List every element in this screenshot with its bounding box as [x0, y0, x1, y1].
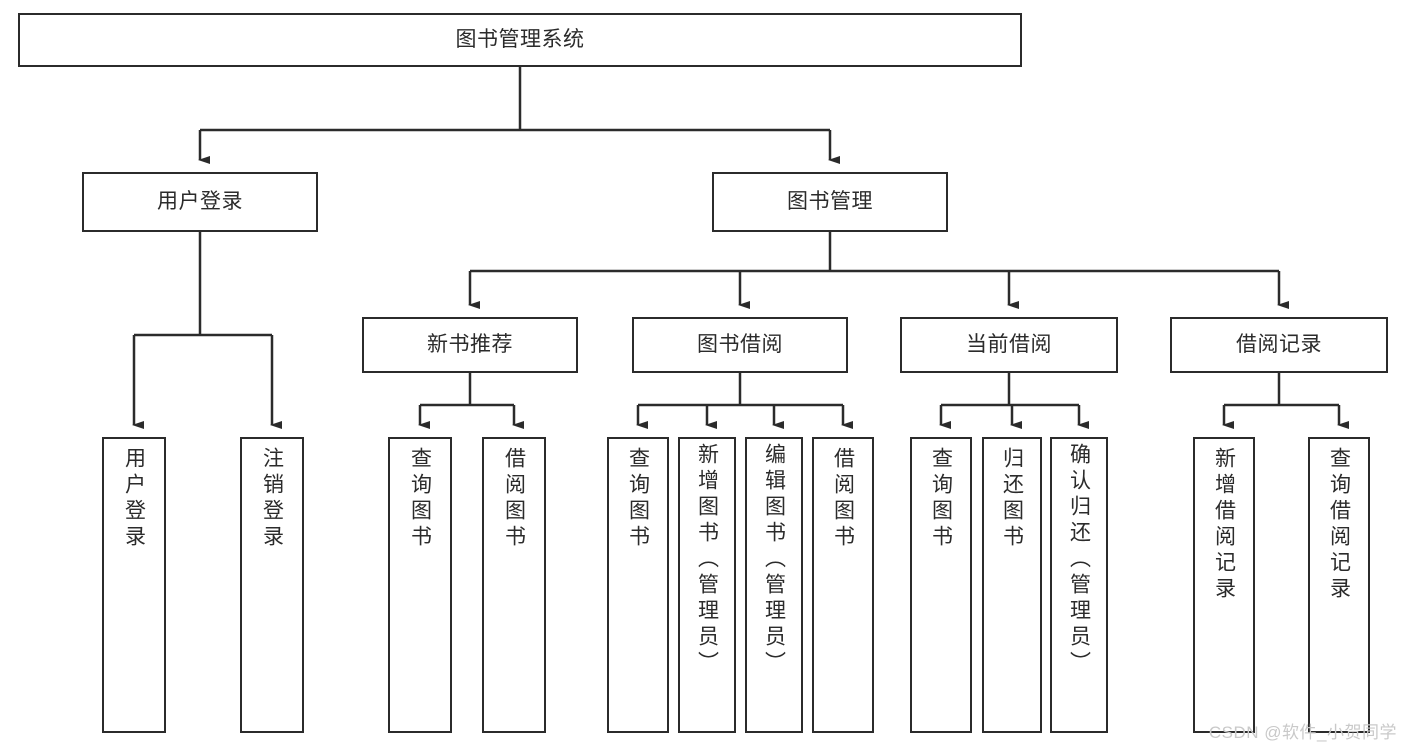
node-leaf-query-book-1-label: 查询图书 [408, 447, 432, 551]
node-leaf-edit-book[interactable]: 编辑图书（管理员） [745, 437, 803, 733]
node-leaf-logout[interactable]: 注销登录 [240, 437, 304, 733]
node-leaf-query-book-2[interactable]: 查询图书 [607, 437, 669, 733]
node-leaf-edit-book-label: 编辑图书（管理员） [762, 443, 786, 677]
node-current-borrow[interactable]: 当前借阅 [900, 317, 1118, 373]
watermark: CSDN @软件_小贺同学 [1208, 723, 1397, 742]
node-leaf-query-record-label: 查询借阅记录 [1327, 447, 1351, 603]
node-leaf-borrow-book-1[interactable]: 借阅图书 [482, 437, 546, 733]
node-leaf-user-login-label: 用户登录 [122, 447, 146, 551]
node-leaf-borrow-book-2[interactable]: 借阅图书 [812, 437, 874, 733]
node-leaf-return-book[interactable]: 归还图书 [982, 437, 1042, 733]
node-root-label: 图书管理系统 [455, 28, 585, 52]
node-leaf-add-book[interactable]: 新增图书（管理员） [678, 437, 736, 733]
node-borrow-record-label: 借阅记录 [1236, 333, 1322, 357]
node-leaf-add-record[interactable]: 新增借阅记录 [1193, 437, 1255, 733]
node-borrow-record[interactable]: 借阅记录 [1170, 317, 1388, 373]
node-leaf-logout-label: 注销登录 [260, 447, 284, 551]
node-book-borrow-label: 图书借阅 [697, 333, 783, 357]
node-user-login[interactable]: 用户登录 [82, 172, 318, 232]
node-book-manage-label: 图书管理 [787, 190, 873, 214]
node-current-borrow-label: 当前借阅 [966, 333, 1052, 357]
node-new-book-rec-label: 新书推荐 [427, 333, 513, 357]
node-leaf-query-book-3-label: 查询图书 [929, 447, 953, 551]
node-leaf-add-book-label: 新增图书（管理员） [695, 443, 719, 677]
node-leaf-borrow-book-2-label: 借阅图书 [831, 447, 855, 551]
node-leaf-user-login[interactable]: 用户登录 [102, 437, 166, 733]
node-leaf-query-book-3[interactable]: 查询图书 [910, 437, 972, 733]
node-leaf-add-record-label: 新增借阅记录 [1212, 447, 1236, 603]
node-leaf-query-record[interactable]: 查询借阅记录 [1308, 437, 1370, 733]
node-user-login-label: 用户登录 [157, 190, 243, 214]
node-leaf-confirm-return-label: 确认归还（管理员） [1067, 443, 1091, 677]
node-new-book-rec[interactable]: 新书推荐 [362, 317, 578, 373]
node-book-borrow[interactable]: 图书借阅 [632, 317, 848, 373]
node-leaf-confirm-return[interactable]: 确认归还（管理员） [1050, 437, 1108, 733]
node-leaf-borrow-book-1-label: 借阅图书 [502, 447, 526, 551]
node-book-manage[interactable]: 图书管理 [712, 172, 948, 232]
node-leaf-return-book-label: 归还图书 [1000, 447, 1024, 551]
node-leaf-query-book-2-label: 查询图书 [626, 447, 650, 551]
node-leaf-query-book-1[interactable]: 查询图书 [388, 437, 452, 733]
node-root[interactable]: 图书管理系统 [18, 13, 1022, 67]
